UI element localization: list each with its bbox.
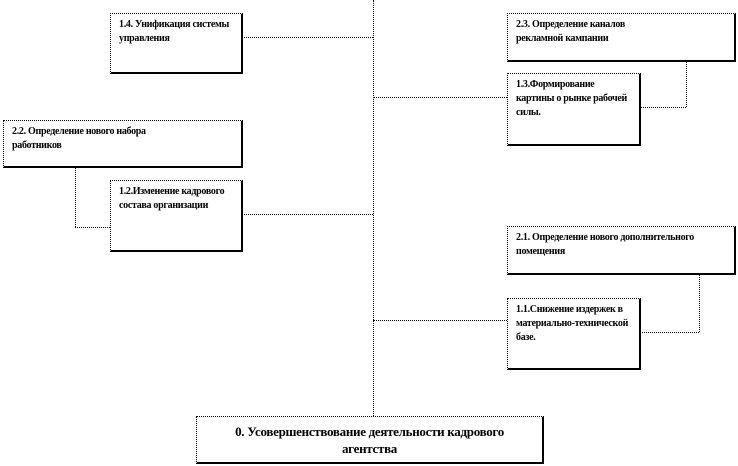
root-box: 0. Усовершенствование деятельности кадро…: [196, 416, 544, 464]
box-1-2: 1.2.Изменение кадрового состава организа…: [110, 180, 243, 252]
box-1-3: 1.3.Формирование картины о рынке рабочей…: [507, 73, 641, 146]
connector-2-1-h: [640, 332, 699, 333]
connector-2-2-v: [75, 167, 76, 227]
box-2-1: 2.1. Определение нового дополнительного …: [507, 226, 736, 275]
connector-1-2: [242, 214, 373, 215]
connector-2-3-h: [640, 107, 686, 108]
connector-1-4: [242, 37, 373, 38]
box-2-2: 2.2. Определение нового набора работнико…: [3, 120, 243, 168]
trunk-line: [373, 0, 374, 416]
box-1-1: 1.1.Снижение издержек в материально-техн…: [507, 298, 641, 370]
connector-1-3: [373, 97, 507, 98]
connector-2-3-v: [686, 61, 687, 107]
connector-1-1: [373, 320, 507, 321]
box-1-4: 1.4. Унификация системы управления: [110, 13, 243, 74]
connector-2-1-v: [699, 274, 700, 332]
box-2-3: 2.3. Определение каналов рекламной кампа…: [507, 13, 736, 62]
connector-2-2-h: [75, 227, 110, 228]
